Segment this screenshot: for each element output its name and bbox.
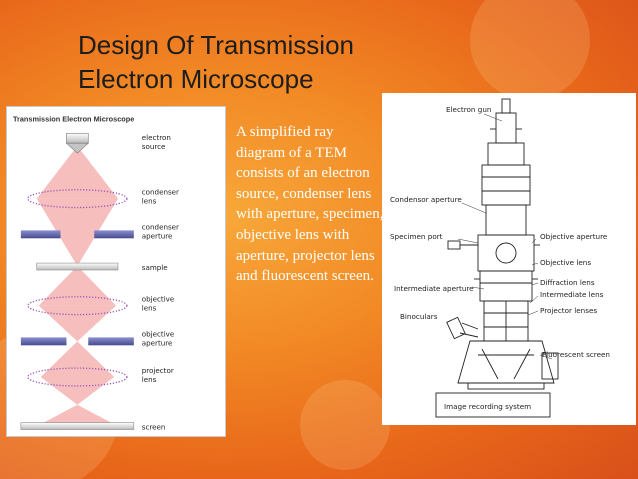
microscope-body	[435, 98, 559, 418]
label-condenser-lens: condenser lens	[142, 188, 182, 206]
title-line: Electron Microscope	[78, 64, 314, 94]
description-text: A simplified ray diagram of a TEM consis…	[236, 124, 384, 285]
light-flare	[470, 0, 590, 100]
label-intermediate-aperture: Intermediate aperture	[394, 284, 474, 293]
label-image-recording-system: Image recording system	[444, 402, 531, 411]
condenser-lens	[27, 189, 128, 209]
label-objective-aperture-right: Objective aperture	[540, 232, 608, 241]
label-projector-lenses: Projector lenses	[540, 306, 597, 315]
projector-lens	[27, 367, 128, 387]
label-intermediate-lens: Intermediate lens	[540, 290, 604, 299]
label-specimen-port: Specimen port	[390, 232, 443, 241]
label-objective-lens: objective lens	[142, 295, 177, 313]
condenser-aperture-right	[94, 230, 134, 239]
objective-aperture-right	[88, 337, 134, 346]
ray-diagram-heading: Transmission Electron Microscope	[13, 114, 134, 123]
objective-aperture-left	[20, 337, 67, 346]
electron-beam	[36, 151, 118, 423]
label-objective-aperture: objective aperture	[142, 329, 177, 347]
label-screen: screen	[142, 423, 166, 432]
callout-lines	[457, 113, 553, 360]
tem-ray-diagram: Transmission Electron Microscope	[6, 106, 226, 437]
microscope-schematic: Electron gun Condensor aperture Specimen…	[382, 93, 636, 425]
condenser-aperture-left	[20, 230, 61, 239]
label-condenser-aperture: condenser aperture	[142, 222, 182, 240]
title-line: Design Of Transmission	[78, 30, 354, 60]
screen-plate	[20, 422, 135, 430]
objective-lens	[27, 296, 128, 316]
light-flare	[300, 380, 390, 470]
electron-source	[65, 132, 90, 154]
label-diffraction-lens: Diffraction lens	[540, 278, 595, 287]
slide-title: Design Of Transmission Electron Microsco…	[78, 28, 438, 96]
label-fluorescent-screen: Fluorescent screen	[542, 350, 610, 359]
label-condensor-aperture: Condensor aperture	[390, 195, 462, 204]
label-electron-source: electron source	[142, 133, 173, 151]
label-sample: sample	[142, 263, 168, 272]
label-electron-gun: Electron gun	[446, 105, 491, 114]
label-projector-lens: projector lens	[142, 366, 176, 384]
sample-plate	[36, 262, 119, 271]
label-binoculars: Binoculars	[400, 312, 438, 321]
label-objective-lens-right: Objective lens	[540, 258, 591, 267]
